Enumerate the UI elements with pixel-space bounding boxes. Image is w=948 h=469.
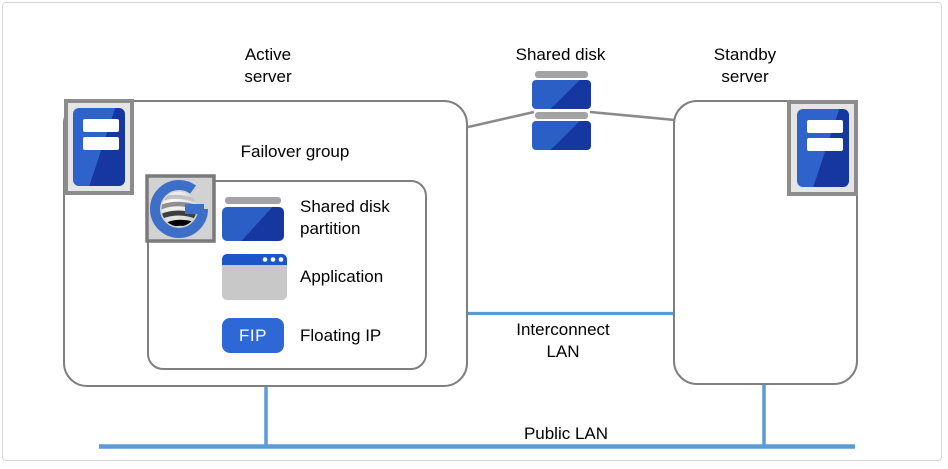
interconnect-lan-label: Interconnect LAN (516, 320, 610, 361)
cluster-logo-icon (145, 174, 216, 243)
public-lan-label: Public LAN (523, 424, 609, 443)
server-tower-icon (787, 100, 858, 196)
shared-disk-label: Shared disk (515, 45, 606, 64)
standby-server-label: Standby server (713, 45, 777, 86)
server-tower-icon (64, 99, 134, 195)
disk-link-right-line (589, 110, 676, 122)
failover-group-label: Failover group (240, 142, 350, 161)
application-window-icon (222, 254, 287, 300)
active-server-label: Active server (244, 45, 292, 86)
shared-disk-partition-icon (222, 197, 284, 241)
floating-ip-label: Floating IP (300, 326, 382, 345)
disk-link-left-line (467, 110, 535, 129)
disk-stack-icon (532, 71, 591, 150)
floating-ip-badge: FIP (222, 318, 284, 353)
shared-disk-partition-label: Shared disk partition (300, 197, 390, 238)
application-label: Application (300, 267, 384, 286)
